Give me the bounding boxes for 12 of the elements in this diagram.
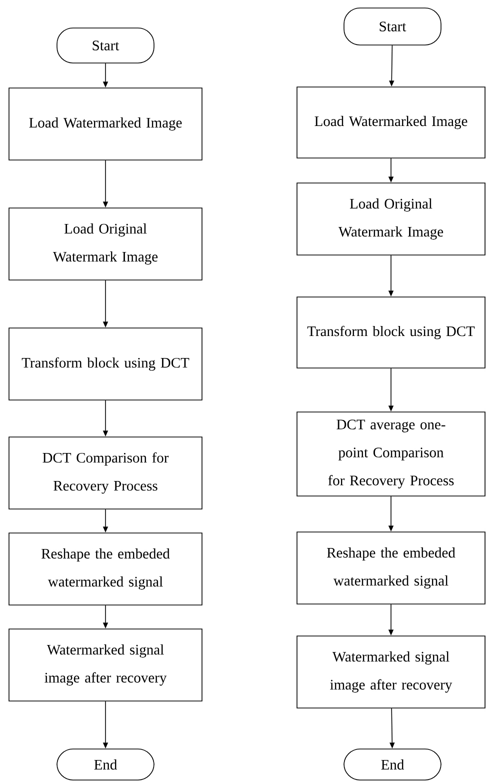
process-box: Load Watermarked Image <box>296 86 486 158</box>
process-box: DCT average one-point Comparison for Recovery Process <box>296 412 486 496</box>
process-box: Watermarked signal image after recovery <box>8 628 202 702</box>
process-box: Transform block using DCT <box>296 296 486 368</box>
process-box: Reshape the embeded watermarked signal <box>296 532 486 604</box>
process-box: Load Watermarked Image <box>8 88 202 160</box>
process-box: Reshape the embeded watermarked signal <box>8 532 202 606</box>
process-box: Watermarked signal image after recovery <box>296 636 486 708</box>
process-box: Load Original Watermark Image <box>8 208 202 280</box>
process-box: Load Original Watermark Image <box>296 182 486 256</box>
process-box: DCT Comparison for Recovery Process <box>8 436 202 510</box>
process-box: Transform block using DCT <box>8 328 202 400</box>
